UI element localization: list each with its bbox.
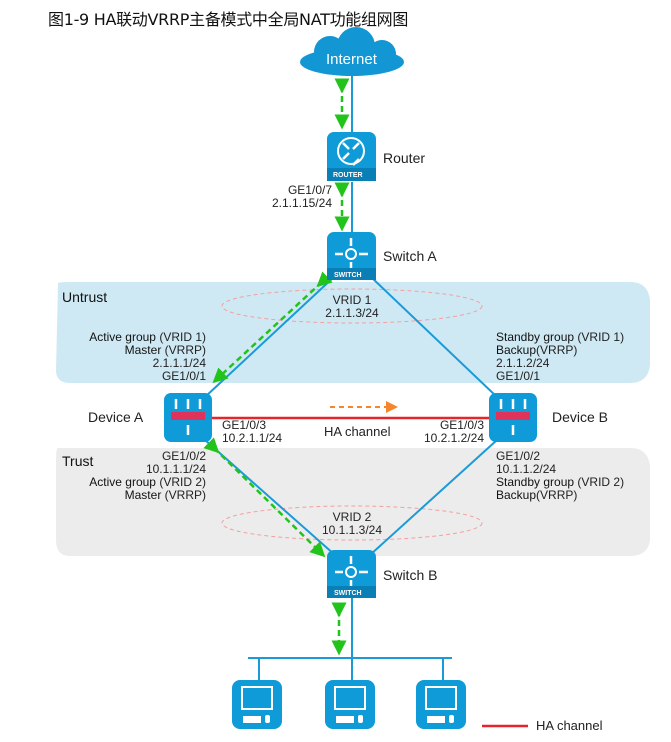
router-icon bbox=[327, 132, 376, 181]
untrust-zone bbox=[56, 282, 650, 383]
device-a-down-group: Active group bbox=[89, 475, 156, 489]
device-b-up-group: Standby group bbox=[496, 330, 575, 344]
device-b-up-ip: 2.1.1.2/24 bbox=[496, 356, 550, 370]
device-a-down-role: Master bbox=[124, 488, 162, 502]
device-a-ha-ip: 10.2.1.1/24 bbox=[222, 431, 283, 445]
device-b-down-iface: GE1/0/2 bbox=[496, 449, 541, 463]
legend-ha-channel-label: HA channel bbox=[536, 718, 603, 733]
figure-title: 图1-9 HA联动VRRP主备模式中全局NAT功能组网图 bbox=[48, 10, 409, 29]
device-b-ha-port: GE1/0/3 10.2.1.2/24 bbox=[410, 419, 484, 445]
switch-a-badge: SWITCH bbox=[334, 272, 362, 279]
host-2-pc-icon bbox=[325, 680, 375, 729]
device-b-untrust-info: Standby group (VRID 1) Backup(VRRP) 2.1.… bbox=[496, 331, 624, 383]
host-1-pc-icon bbox=[232, 680, 282, 729]
router-port-ip: 2.1.1.15/24 bbox=[271, 196, 332, 210]
device-b-up-vrrp: (VRRP) bbox=[536, 343, 578, 357]
device-b-up-role: Backup bbox=[496, 343, 537, 357]
device-a-up-ip: 2.1.1.1/24 bbox=[152, 356, 206, 370]
switch-a-label: Switch A bbox=[383, 248, 437, 264]
untrust-zone-label: Untrust bbox=[62, 289, 108, 305]
device-a-down-iface: GE1/0/2 bbox=[161, 449, 206, 463]
switch-a-icon bbox=[327, 232, 376, 280]
device-a-up-vrrp: (VRRP) bbox=[161, 343, 206, 357]
device-a-down-vrrp: (VRRP) bbox=[161, 488, 206, 502]
switch-b-label: Switch B bbox=[383, 567, 438, 583]
router-badge: ROUTER bbox=[333, 172, 363, 179]
device-a-up-role: Master bbox=[124, 343, 162, 357]
traffic-arrow-devicea-switchb bbox=[203, 437, 326, 558]
device-a-trust-info: GE1/0/2 10.1.1.1/24 Active group (VRID 2… bbox=[60, 450, 206, 502]
vrid1-name: VRID 1 bbox=[332, 293, 372, 307]
host-3-pc-icon bbox=[416, 680, 466, 729]
link-deviceb-switchb bbox=[369, 439, 498, 556]
device-a-up-vrid: (VRID 1) bbox=[155, 330, 206, 344]
router-label: Router bbox=[383, 150, 426, 166]
device-a-down-vrid: (VRID 2) bbox=[155, 475, 206, 489]
link-switcha-deviceb bbox=[369, 275, 498, 398]
switch-b-badge: SWITCH bbox=[334, 590, 362, 597]
device-b-ha-iface: GE1/0/3 bbox=[439, 418, 484, 432]
device-a-down-ip: 10.1.1.1/24 bbox=[145, 462, 206, 476]
device-b-trust-info: GE1/0/2 10.1.1.2/24 Standby group (VRID … bbox=[496, 450, 624, 502]
device-a-ha-port: GE1/0/3 10.2.1.1/24 bbox=[222, 419, 282, 445]
trust-zone-label: Trust bbox=[62, 453, 94, 469]
device-b-down-ip: 10.1.1.2/24 bbox=[496, 462, 557, 476]
router-port-iface: GE1/0/7 bbox=[287, 183, 332, 197]
device-b-down-role: Backup bbox=[496, 488, 537, 502]
router-port-label: GE1/0/7 2.1.1.15/24 bbox=[262, 184, 332, 210]
internet-label: Internet bbox=[326, 51, 377, 68]
vrid1-ip: 2.1.1.3/24 bbox=[325, 306, 379, 320]
device-a-untrust-info: Active group (VRID 1) Master (VRRP) 2.1.… bbox=[60, 331, 206, 383]
device-a-up-group: Active group bbox=[89, 330, 156, 344]
device-a-label: Device A bbox=[88, 409, 144, 425]
device-b-ha-ip: 10.2.1.2/24 bbox=[423, 431, 484, 445]
vrid2-name: VRID 2 bbox=[332, 510, 372, 524]
device-b-firewall-icon bbox=[489, 393, 537, 442]
device-a-firewall-icon bbox=[164, 393, 212, 442]
ha-channel-label: HA channel bbox=[324, 424, 391, 439]
device-b-up-vrid: (VRID 1) bbox=[574, 330, 625, 344]
vrid2-label: VRID 2 10.1.1.3/24 bbox=[316, 511, 388, 537]
vrid2-ip: 10.1.1.3/24 bbox=[321, 523, 383, 537]
device-b-label: Device B bbox=[552, 409, 609, 425]
device-a-ha-iface: GE1/0/3 bbox=[222, 418, 267, 432]
device-b-down-vrid: (VRID 2) bbox=[574, 475, 625, 489]
device-a-up-iface: GE1/0/1 bbox=[161, 369, 206, 383]
device-b-down-vrrp: (VRRP) bbox=[536, 488, 578, 502]
traffic-arrow-switcha-devicea bbox=[212, 271, 333, 384]
device-b-down-group: Standby group bbox=[496, 475, 575, 489]
cloud-icon bbox=[300, 27, 404, 76]
vrid1-label: VRID 1 2.1.1.3/24 bbox=[322, 294, 382, 320]
switch-b-icon bbox=[327, 550, 376, 598]
device-b-up-iface: GE1/0/1 bbox=[496, 369, 541, 383]
